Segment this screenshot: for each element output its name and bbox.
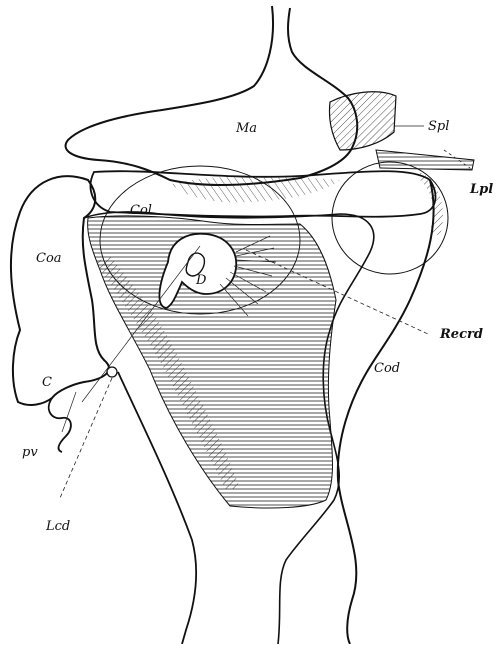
label-c: C [42,375,52,390]
col-hatch [172,176,340,202]
label-lcd: Lcd [45,519,70,534]
label-cod: Cod [374,361,400,376]
label-ma: Ma [235,121,257,136]
pv-hook [49,398,71,452]
right-hatch [420,172,443,236]
label-lpl: Lpl [469,182,493,197]
small-foramen [107,367,117,377]
label-pv: pv [22,445,38,460]
label-col: Col [130,203,152,218]
label-spl: Spl [428,119,449,134]
label-recrd: Recrd [439,327,483,342]
spl-ligament [329,92,396,150]
upper-bone-outline [66,6,358,185]
right-body-outline [338,180,434,644]
label-coa: Coa [36,251,62,266]
right-oval [332,162,448,274]
main-body-outline [11,176,109,405]
label-d: D [195,273,207,288]
lpl-ligament [376,150,474,170]
